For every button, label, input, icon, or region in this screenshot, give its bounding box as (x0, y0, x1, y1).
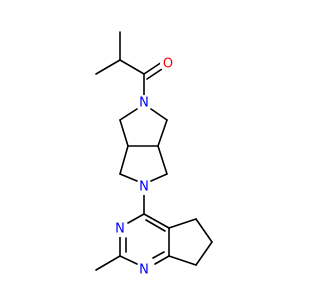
bond-c4-c4a-inner (145, 219, 166, 232)
bond-c6-c7 (195, 241, 213, 266)
bond-c2-methyl (95, 255, 121, 271)
pyrimidine-nitrogen-lower-atom: N (136, 262, 152, 278)
bond-c5-c6 (195, 218, 213, 243)
bond-c7a-n1-inner (152, 251, 165, 259)
bond-ch2-right-n (150, 173, 168, 182)
pyrrolidine-nitrogen-atom: N (136, 179, 152, 195)
pyrimidine-nitrogen-upper-atom: N (112, 221, 128, 237)
bond-n3-c4 (127, 213, 145, 224)
bond-c7-c7a (168, 255, 197, 266)
pyrimidine-nitrogen-lower-label: N (139, 263, 149, 278)
amide-nitrogen-atom: N (136, 95, 152, 111)
bond-ch-carbonyl (119, 59, 145, 75)
molecule-structure-diagram: O N N N N (95, 31, 213, 278)
bond-amide-n-ch2-left (119, 108, 138, 121)
bond-carbonyl-oxygen-1 (143, 61, 163, 75)
carbonyl-oxygen-atom: O (160, 56, 176, 72)
bond-ring-ch-right-ch2 (157, 145, 168, 175)
bonds (95, 31, 213, 271)
bond-n1-c2 (119, 255, 138, 265)
bond-ch2-left-ring-ch (119, 119, 129, 147)
bond-c7a-n1 (154, 255, 170, 265)
pyrimidine-nitrogen-upper-label: N (115, 222, 125, 237)
bond-methyl-b-ch (95, 59, 121, 75)
bond-ring-ch-left-ch2 (119, 145, 129, 175)
atom-labels: O N N N N (112, 56, 176, 278)
carbonyl-oxygen-label: O (163, 57, 173, 72)
bond-ch2-right-ring-ch (157, 119, 168, 147)
bond-amide-n-ch2-right (150, 108, 168, 121)
bond-c4a-c5 (168, 218, 197, 229)
amide-nitrogen-label: N (139, 96, 149, 111)
bond-ch2-left-n (119, 173, 138, 182)
bond-c4-c4a (143, 213, 170, 229)
pyrrolidine-nitrogen-label: N (139, 180, 149, 195)
